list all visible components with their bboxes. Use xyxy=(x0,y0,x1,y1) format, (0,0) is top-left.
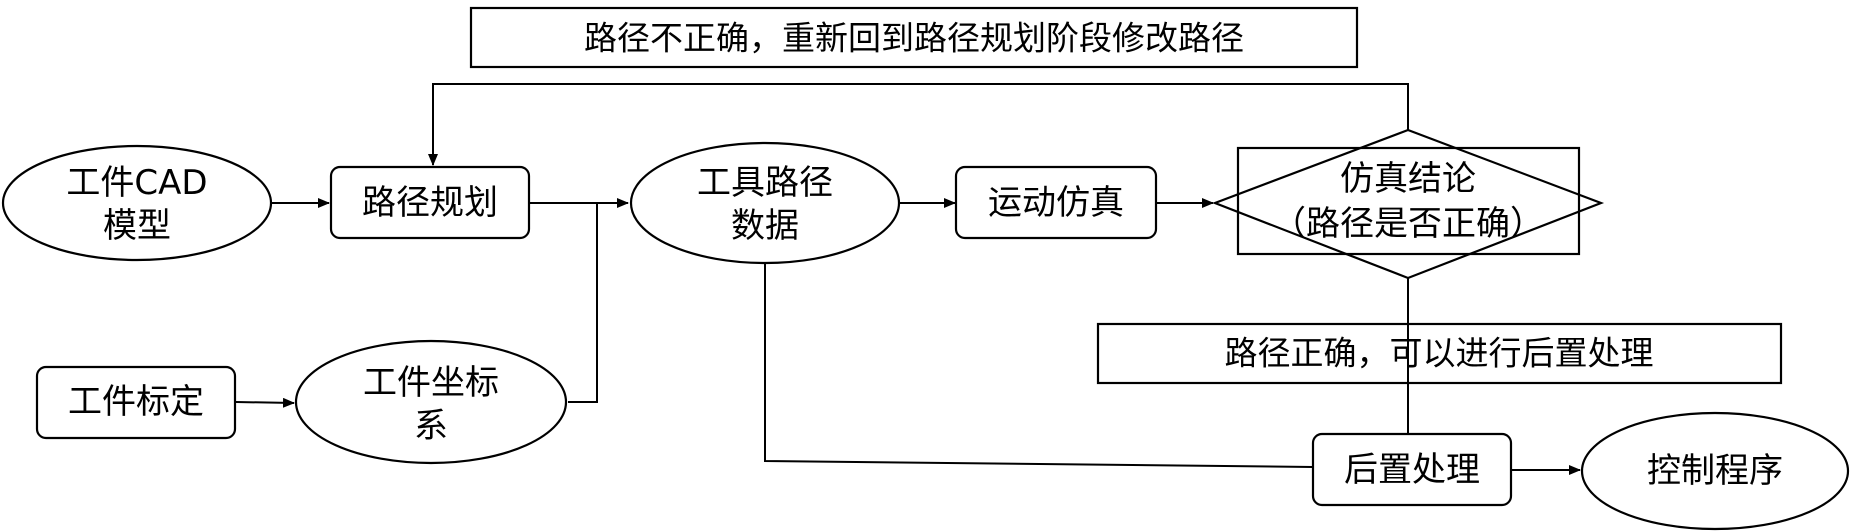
node-workpiece-cad-model-line2: 模型 xyxy=(103,206,171,246)
node-workpiece-coordinate-system: 工件坐标 系 xyxy=(294,339,568,465)
note-path-correct: 路径正确，可以进行后置处理 xyxy=(1096,322,1783,385)
note-path-correct-label: 路径正确，可以进行后置处理 xyxy=(1225,334,1654,373)
edge-toolpath-to-postprocessing xyxy=(764,262,1314,468)
node-tool-path-data: 工具路径 数据 xyxy=(629,141,901,265)
edge-calibration-to-coordsys xyxy=(235,397,295,408)
node-path-planning-label: 路径规划 xyxy=(362,183,498,223)
node-workpiece-calibration-label: 工件标定 xyxy=(68,382,204,422)
edge-feedback-to-planning xyxy=(428,83,1409,166)
node-path-planning: 路径规划 xyxy=(329,165,531,240)
note-path-incorrect: 路径不正确，重新回到路径规划阶段修改路径 xyxy=(469,6,1359,69)
node-simulation-conclusion-line2: （路径是否正确） xyxy=(1272,204,1544,244)
node-workpiece-cad-model: 工件CAD 模型 xyxy=(1,144,273,262)
node-workpiece-coordinate-system-line2: 系 xyxy=(414,406,448,446)
node-motion-simulation: 运动仿真 xyxy=(954,165,1158,240)
node-motion-simulation-label: 运动仿真 xyxy=(988,183,1124,223)
node-tool-path-data-line1: 工具路径 xyxy=(697,163,833,203)
edge-coordsys-to-merge xyxy=(568,203,598,403)
node-simulation-conclusion: 仿真结论 （路径是否正确） xyxy=(1211,128,1605,280)
node-simulation-conclusion-line1: 仿真结论 xyxy=(1340,159,1476,199)
node-post-processing-label: 后置处理 xyxy=(1344,450,1480,490)
node-workpiece-calibration: 工件标定 xyxy=(35,365,237,440)
node-workpiece-coordinate-system-line1: 工件坐标 xyxy=(363,363,499,403)
node-post-processing: 后置处理 xyxy=(1311,432,1513,507)
node-workpiece-cad-model-line1: 工件CAD xyxy=(66,163,207,203)
note-path-incorrect-label: 路径不正确，重新回到路径规划阶段修改路径 xyxy=(584,19,1244,58)
node-tool-path-data-line2: 数据 xyxy=(731,206,799,246)
edges xyxy=(235,83,1581,475)
node-control-program: 控制程序 xyxy=(1580,411,1850,531)
node-control-program-label: 控制程序 xyxy=(1647,451,1783,491)
